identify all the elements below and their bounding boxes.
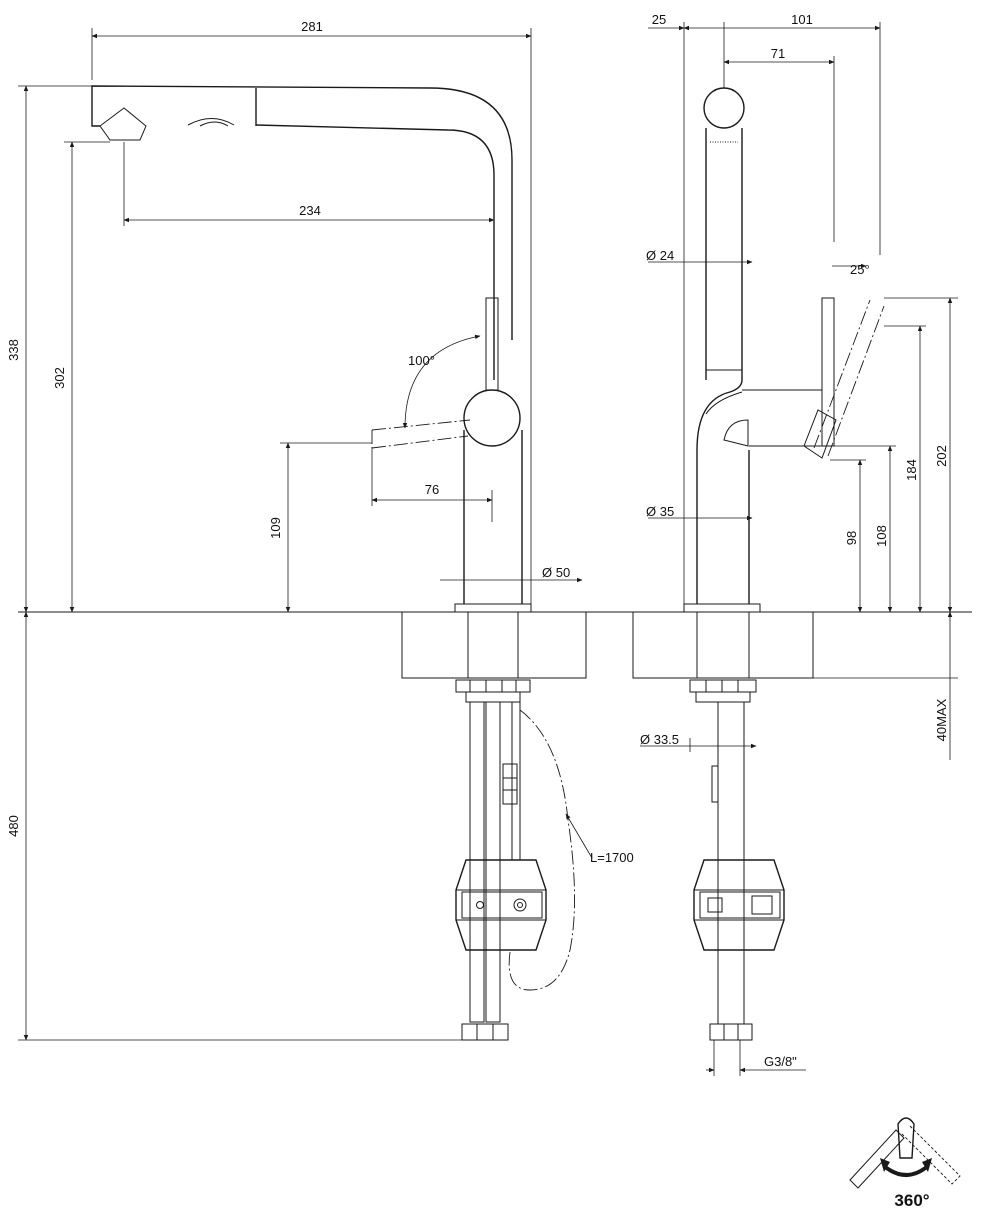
dim-spout-reach: 234 <box>299 203 321 218</box>
dim-h184: 184 <box>904 459 919 481</box>
counterweight-front <box>455 859 547 951</box>
dim-body-diameter: Ø 35 <box>646 504 674 519</box>
lever-side <box>821 297 835 447</box>
dim-total-width: 281 <box>301 19 323 34</box>
dim-left-offset: 25 <box>652 12 666 27</box>
fixing-nut-front <box>455 679 531 693</box>
hose-braided-1 <box>469 701 485 1023</box>
dim-handle-height: 109 <box>268 517 283 539</box>
rotation-360-icon: 360° <box>849 1117 961 1210</box>
dim-h108: 108 <box>874 525 889 547</box>
rotation-label: 360° <box>894 1191 929 1210</box>
spout-outer <box>91 85 513 340</box>
dim-spout-diameter: Ø 24 <box>646 248 674 263</box>
base-plate-side <box>683 603 761 613</box>
dim-spout-height: 302 <box>52 367 67 389</box>
spray-button <box>187 118 235 126</box>
counterweight-side <box>693 859 785 951</box>
dim-head-offset: 71 <box>771 46 785 61</box>
hose-length-label: L=1700 <box>590 850 634 865</box>
angle-arc-100 <box>402 334 481 429</box>
dim-h98: 98 <box>844 531 859 545</box>
dim-h202: 202 <box>934 445 949 467</box>
hose-connectors-front <box>461 1023 509 1041</box>
pull-out-hose <box>508 709 575 991</box>
cartridge-recess <box>723 419 749 447</box>
counter-section-side <box>632 611 814 679</box>
spout-head <box>99 107 147 141</box>
below-deck-front <box>455 679 593 1041</box>
dim-deck-thickness: 40MAX <box>934 698 949 741</box>
hose-braided-side <box>717 701 745 1025</box>
dim-base-diameter: Ø 50 <box>542 565 570 580</box>
side-view: 25 101 71 Ø 24 Ø 35 25° 98 108 184 202 4… <box>632 12 958 1076</box>
lever-rotated <box>371 419 471 449</box>
counter-section-front <box>401 611 587 679</box>
fixing-nut-side <box>689 679 757 693</box>
dim-lever-angle: 100° <box>408 353 435 368</box>
spout-head-side <box>703 87 745 129</box>
dim-below-deck: 480 <box>6 815 21 837</box>
dim-thread-diameter: Ø 33.5 <box>640 732 679 747</box>
front-view: 281 234 338 302 109 76 Ø 50 100° 480 L=1… <box>6 19 972 1041</box>
dim-total-height: 338 <box>6 339 21 361</box>
hose-braided-2 <box>485 701 501 1023</box>
below-deck-side <box>689 679 785 1041</box>
lever-hub-front <box>463 389 521 447</box>
spout-pipe-side <box>705 128 743 380</box>
dim-tilt-angle: 25° <box>850 262 870 277</box>
dim-thread: G3/8" <box>764 1054 797 1069</box>
spout-inner <box>255 124 495 380</box>
lever-up <box>485 297 499 391</box>
dim-handle-length: 76 <box>425 482 439 497</box>
body-side <box>696 379 743 604</box>
hose-connectors-side <box>709 1023 753 1041</box>
lever-tilted <box>813 299 885 457</box>
check-valve <box>502 763 518 805</box>
dim-total-depth: 101 <box>791 12 813 27</box>
body-column-front <box>463 430 523 604</box>
base-plate-front <box>454 603 532 613</box>
